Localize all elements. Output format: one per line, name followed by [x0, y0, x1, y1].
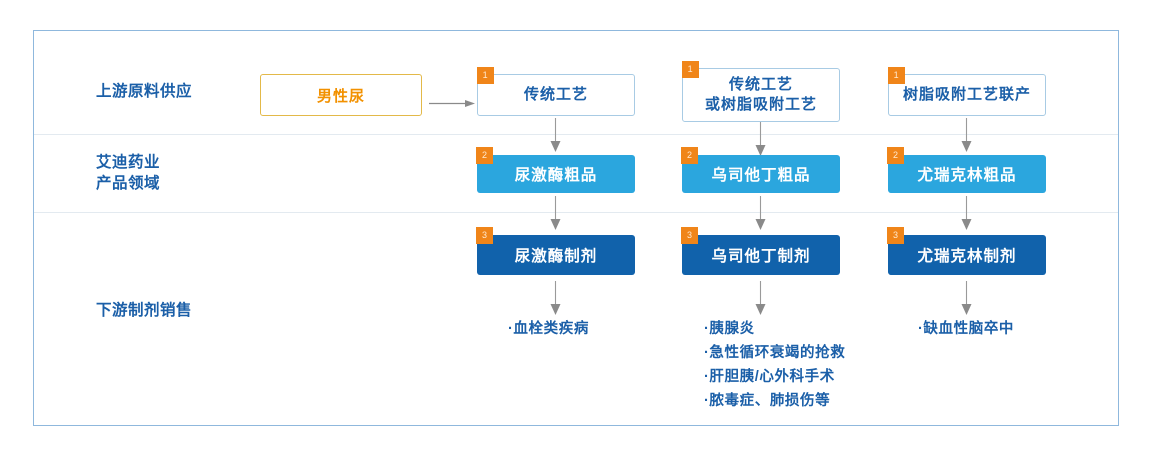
tier3-node-kallidinogenase-formulation: 3 尤瑞克林制剂 [887, 227, 1046, 275]
tier1-node-kallidinogenase-label: 树脂吸附工艺联产 [902, 86, 1031, 103]
arrow-down-icon [754, 281, 767, 315]
step-badge-1: 1 [887, 67, 905, 84]
tier2-node-urokinase-crude: 2 尿激酶粗品 [476, 147, 635, 193]
tier3-node-urokinase-formulation-label: 尿激酶制剂 [514, 248, 598, 265]
tier1-node-ulinastatin-label: 传统工艺 或树脂吸附工艺 [704, 76, 817, 113]
indication-item: ·胰腺炎 [704, 321, 755, 337]
indication-item: ·肝胆胰/心外科手术 [704, 369, 835, 385]
step-badge-3: 3 [887, 227, 904, 244]
step-badge-2: 2 [681, 147, 698, 164]
indication-item: ·脓毒症、肺损伤等 [704, 393, 831, 409]
tier2-node-kallidinogenase-crude-label: 尤瑞克林粗品 [917, 167, 1017, 184]
row-label-downstream: 下游制剂销售 [96, 302, 193, 319]
tier2-node-kallidinogenase-crude: 2 尤瑞克林粗品 [887, 147, 1046, 193]
indication-list-urokinase: ·血栓类疾病 [508, 317, 589, 341]
tier3-node-ulinastatin-formulation: 3 乌司他丁制剂 [681, 227, 840, 275]
arrow-down-icon [549, 281, 562, 315]
band-divider-products [34, 212, 1118, 213]
step-badge-2: 2 [887, 147, 904, 164]
row-label-company-products: 艾迪药业 产品领域 [96, 154, 161, 192]
arrow-down-icon [754, 122, 767, 156]
indication-list-ulinastatin: ·胰腺炎 ·急性循环衰竭的抢救 ·肝胆胰/心外科手术 ·脓毒症、肺损伤等 [704, 317, 845, 413]
tier1-node-urokinase: 1 传统工艺 [476, 67, 635, 116]
arrow-down-icon [754, 196, 767, 230]
step-badge-2: 2 [476, 147, 493, 164]
arrow-right-icon [429, 95, 475, 107]
tier3-node-urokinase-formulation: 3 尿激酶制剂 [476, 227, 635, 275]
source-node-male-urine: 男性尿 [260, 74, 422, 116]
tier1-node-urokinase-label: 传统工艺 [523, 86, 588, 103]
indication-item: ·缺血性脑卒中 [918, 321, 1015, 337]
tier2-node-urokinase-crude-label: 尿激酶粗品 [514, 167, 598, 184]
tier3-node-ulinastatin-formulation-label: 乌司他丁制剂 [711, 248, 811, 265]
arrow-down-icon [549, 196, 562, 230]
arrow-down-icon [960, 118, 973, 152]
tier2-node-ulinastatin-crude-label: 乌司他丁粗品 [711, 167, 811, 184]
indication-item: ·急性循环衰竭的抢救 [704, 345, 846, 361]
step-badge-3: 3 [681, 227, 698, 244]
arrow-down-icon [960, 196, 973, 230]
row-label-upstream: 上游原料供应 [96, 83, 193, 100]
step-badge-3: 3 [476, 227, 493, 244]
tier1-node-kallidinogenase: 1 树脂吸附工艺联产 [887, 67, 1046, 116]
arrow-down-icon [960, 281, 973, 315]
indication-list-kallidinogenase: ·缺血性脑卒中 [918, 317, 1014, 341]
step-badge-1: 1 [476, 67, 494, 84]
step-badge-1: 1 [681, 61, 699, 78]
band-divider-upstream [34, 134, 1118, 135]
tier3-node-kallidinogenase-formulation-label: 尤瑞克林制剂 [917, 248, 1017, 265]
tier2-node-ulinastatin-crude: 2 乌司他丁粗品 [681, 147, 840, 193]
indication-item: ·血栓类疾病 [508, 321, 589, 337]
tier1-node-ulinastatin: 1 传统工艺 或树脂吸附工艺 [681, 61, 840, 122]
arrow-down-icon [549, 118, 562, 152]
